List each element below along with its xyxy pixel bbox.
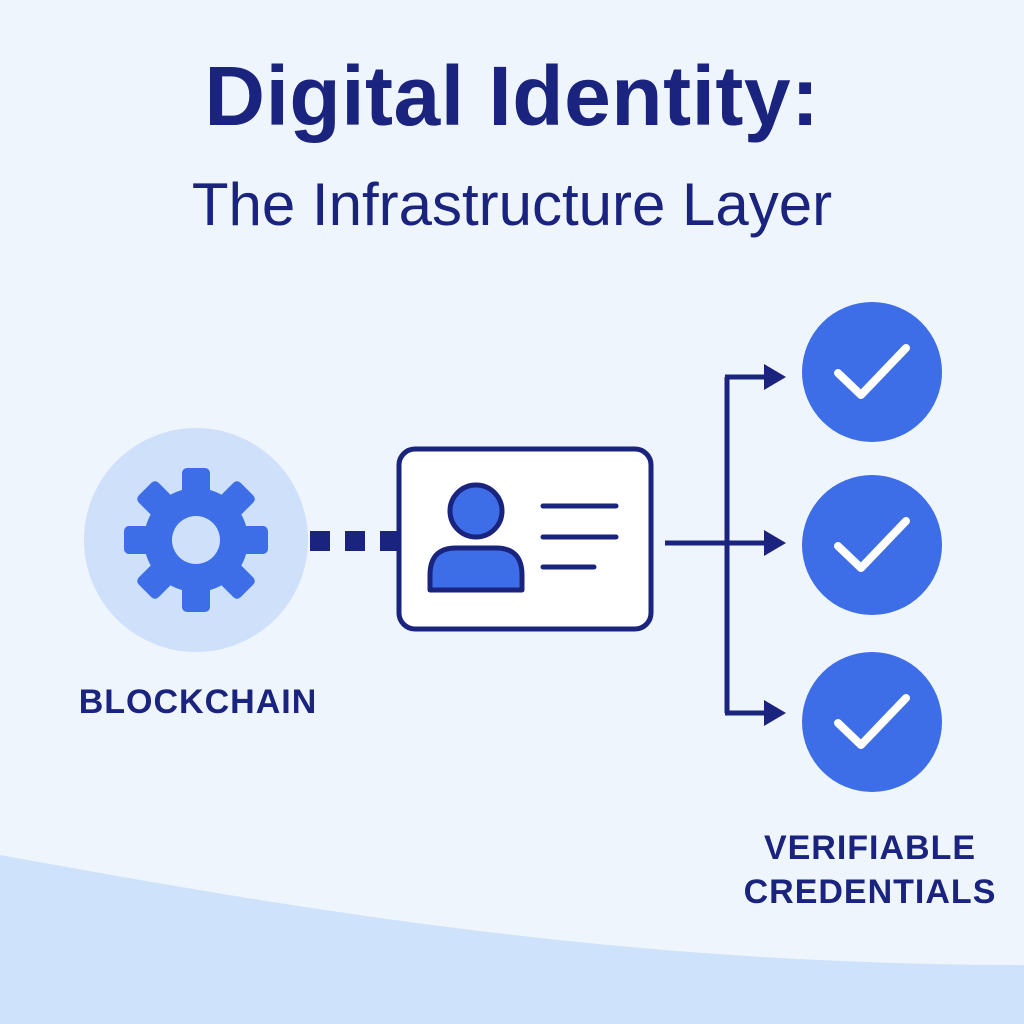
branch-connector xyxy=(665,374,770,716)
credential-badge xyxy=(802,302,942,442)
credentials-label-line2: CREDENTIALS xyxy=(743,873,997,912)
credentials-label: VERIFIABLE CREDENTIALS xyxy=(700,826,1024,914)
blockchain-label: BLOCKCHAIN xyxy=(78,683,318,721)
card-text-lines xyxy=(540,503,619,570)
credentials-label-line1: VERIFIABLE xyxy=(763,829,977,867)
id-card-icon xyxy=(396,446,654,632)
checkmark-icon xyxy=(834,694,910,749)
credential-badge xyxy=(802,652,942,792)
page-subtitle: The Infrastructure Layer xyxy=(191,171,833,238)
user-icon xyxy=(427,482,525,593)
credential-badge xyxy=(802,475,942,615)
gear-icon xyxy=(124,468,268,612)
blockchain-node xyxy=(84,428,308,652)
arrowheads xyxy=(764,364,786,726)
dotted-connector xyxy=(310,531,400,551)
checkmark-icon xyxy=(834,517,910,572)
checkmark-icon xyxy=(834,344,910,399)
page-title: Digital Identity: xyxy=(204,49,820,143)
